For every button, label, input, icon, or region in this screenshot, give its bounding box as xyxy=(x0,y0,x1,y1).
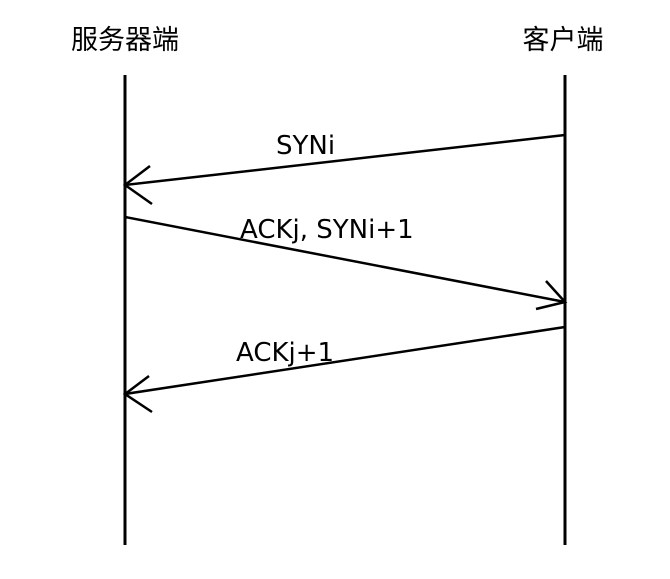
server-actor-label: 服务器端 xyxy=(71,25,179,56)
message-arrow-syn xyxy=(122,133,566,206)
message-label-syn: SYNi xyxy=(276,131,335,161)
client-actor-label: 客户端 xyxy=(523,25,604,56)
message-arrow-ack xyxy=(122,325,566,414)
message-arrow-ack-syn xyxy=(124,215,568,311)
message-label-ack: ACKj+1 xyxy=(236,338,334,368)
arrowhead-right-icon xyxy=(535,280,568,311)
arrowhead-left-icon xyxy=(122,375,153,414)
arrowhead-left-icon xyxy=(122,165,153,206)
message-label-ack-syn: ACKj, SYNi+1 xyxy=(240,215,414,245)
